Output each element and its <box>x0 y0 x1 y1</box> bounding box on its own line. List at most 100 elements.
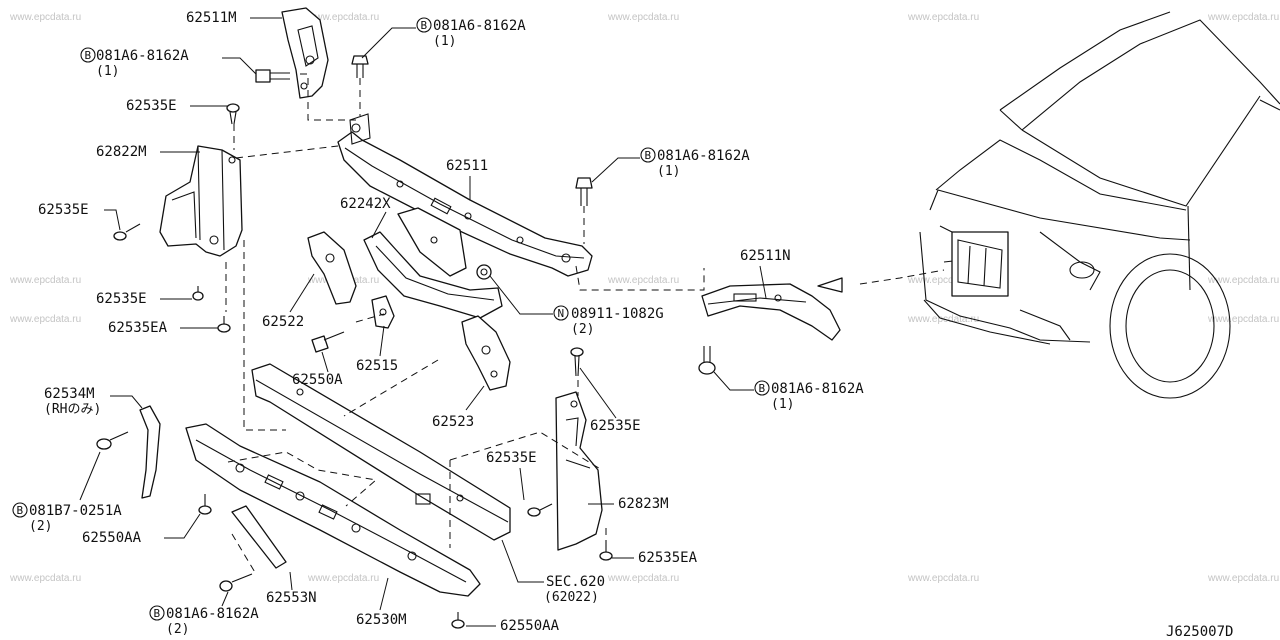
callout-081a6-8162a-right[interactable]: B 081A6-8162A (1) <box>713 371 864 412</box>
watermark-text: www.epcdata.ru <box>607 275 679 286</box>
watermark-text: www.epcdata.ru <box>607 12 679 23</box>
bracket-62511n-drawing <box>701 283 841 341</box>
callout-62522[interactable]: 62522 <box>262 273 315 330</box>
bolt-b-symbol <box>80 47 96 63</box>
clip-drawing <box>451 612 465 629</box>
callout-sec-620[interactable]: SEC.620 (62022) <box>501 539 605 605</box>
svg-text:62823M: 62823M <box>618 496 669 512</box>
nut-drawing <box>476 264 492 280</box>
callout-62515[interactable]: 62515 <box>356 325 398 374</box>
callout-62823m[interactable]: 62823M <box>588 496 669 512</box>
clip-drawing <box>226 103 240 125</box>
svg-text:081B7-0251A: 081B7-0251A <box>29 503 122 519</box>
watermark-text: www.epcdata.ru <box>907 573 979 584</box>
watermark-text: www.epcdata.ru <box>9 314 81 325</box>
watermark-text: www.epcdata.ru <box>907 12 979 23</box>
svg-text:081A6-8162A: 081A6-8162A <box>166 606 259 622</box>
svg-text:62523: 62523 <box>432 414 474 430</box>
svg-text:(2): (2) <box>571 322 594 337</box>
callout-62535e-top[interactable]: 62535E <box>126 98 228 114</box>
svg-text:(1): (1) <box>96 64 119 79</box>
callout-62511[interactable]: 62511 <box>446 158 488 200</box>
watermark-text: www.epcdata.ru <box>607 573 679 584</box>
callout-62511m[interactable]: 62511M <box>186 10 282 26</box>
callout-081a6-8162a-bottom[interactable]: B 081A6-8162A (2) <box>149 591 259 637</box>
lower-support-62530m-drawing <box>185 423 481 597</box>
svg-text:081A6-8162A: 081A6-8162A <box>771 381 864 397</box>
callout-62535e-right[interactable]: 62535E <box>579 367 641 434</box>
watermark-text: www.epcdata.ru <box>9 275 81 286</box>
callout-081a6-8162a-top[interactable]: B 081A6-8162A (1) <box>361 17 526 59</box>
clip-drawing <box>599 540 613 561</box>
callout-08911-1082g[interactable]: N 08911-1082G (2) <box>489 275 664 337</box>
callout-62550aa-left[interactable]: 62550AA <box>82 513 201 546</box>
callout-62530m[interactable]: 62530M <box>356 577 407 628</box>
watermark-text: www.epcdata.ru <box>907 314 979 325</box>
bolt-drawing <box>575 177 593 206</box>
callout-62535e-lower-right[interactable]: 62535E <box>486 450 537 501</box>
svg-text:62522: 62522 <box>262 314 304 330</box>
svg-text:62535E: 62535E <box>126 98 177 114</box>
callout-62535e-mid[interactable]: 62535E <box>96 291 192 307</box>
callout-62535ea-right[interactable]: 62535EA <box>612 550 698 566</box>
watermark-text: www.epcdata.ru <box>9 573 81 584</box>
watermark-text: www.epcdata.ru <box>307 12 379 23</box>
callout-62550aa-bottom[interactable]: 62550AA <box>466 618 560 634</box>
callout-62822m[interactable]: 62822M <box>96 144 200 160</box>
svg-text:(1): (1) <box>657 164 680 179</box>
clip-drawing <box>192 286 204 301</box>
callout-62534m[interactable]: 62534M (RHのみ) <box>44 386 143 417</box>
svg-text:62530M: 62530M <box>356 612 407 628</box>
seal-strip-62553n-drawing <box>231 505 287 569</box>
watermark-text: www.epcdata.ru <box>1207 275 1279 286</box>
svg-text:62553N: 62553N <box>266 590 317 606</box>
callout-62535e-left[interactable]: 62535E <box>38 202 121 231</box>
svg-text:(1): (1) <box>433 34 456 49</box>
assembly-dashed-lines <box>225 73 705 575</box>
diagram-code: J625007D <box>1166 624 1233 640</box>
callout-layer: 62511M B 081A6-8162A (1) B 081A6-8162A (… <box>12 10 1233 640</box>
vehicle-front-illustration <box>919 11 1280 399</box>
callout-081b7-0251a[interactable]: B 081B7-0251A (2) <box>12 451 122 534</box>
svg-text:B: B <box>85 49 92 62</box>
bolt-b-symbol <box>640 147 656 163</box>
svg-text:(62022): (62022) <box>544 590 599 605</box>
svg-text:(2): (2) <box>166 622 189 637</box>
watermark-text: www.epcdata.ru <box>1207 573 1279 584</box>
seal-strip-62534m-drawing <box>139 405 161 499</box>
callout-62535ea-left[interactable]: 62535EA <box>108 320 218 336</box>
svg-text:62550AA: 62550AA <box>82 530 142 546</box>
svg-text:62822M: 62822M <box>96 144 147 160</box>
bracket-62522-drawing <box>307 231 357 305</box>
svg-text:SEC.620: SEC.620 <box>546 574 605 590</box>
callout-62553n[interactable]: 62553N <box>266 571 317 606</box>
svg-text:(2): (2) <box>29 519 52 534</box>
callout-62523[interactable]: 62523 <box>432 385 485 430</box>
svg-text:B: B <box>154 607 161 620</box>
nut-n-symbol <box>553 305 569 321</box>
callout-62242x[interactable]: 62242X <box>340 196 391 239</box>
svg-text:62534M: 62534M <box>44 386 95 402</box>
bracket-62523-drawing <box>461 315 511 391</box>
svg-text:62535E: 62535E <box>38 202 89 218</box>
svg-text:62511: 62511 <box>446 158 488 174</box>
clip-drawing <box>527 503 553 517</box>
callout-62511n[interactable]: 62511N <box>740 248 791 299</box>
svg-text:(1): (1) <box>771 397 794 412</box>
svg-text:B: B <box>421 19 428 32</box>
callout-081a6-8162a-left[interactable]: B 081A6-8162A (1) <box>80 47 257 79</box>
svg-text:081A6-8162A: 081A6-8162A <box>433 18 526 34</box>
svg-text:62511M: 62511M <box>186 10 237 26</box>
bolt-drawing <box>351 55 369 78</box>
svg-text:62535E: 62535E <box>96 291 147 307</box>
clip-drawing <box>570 347 584 377</box>
bracket-62515-drawing <box>371 295 395 329</box>
bolt-drawing <box>255 69 290 83</box>
bolt-drawing <box>96 431 129 450</box>
location-arrow <box>817 269 945 293</box>
callout-081a6-8162a-right-top[interactable]: B 081A6-8162A (1) <box>591 147 750 183</box>
clip-drawing <box>113 223 141 241</box>
watermark-text: www.epcdata.ru <box>307 573 379 584</box>
callout-62550a[interactable]: 62550A <box>292 351 343 388</box>
